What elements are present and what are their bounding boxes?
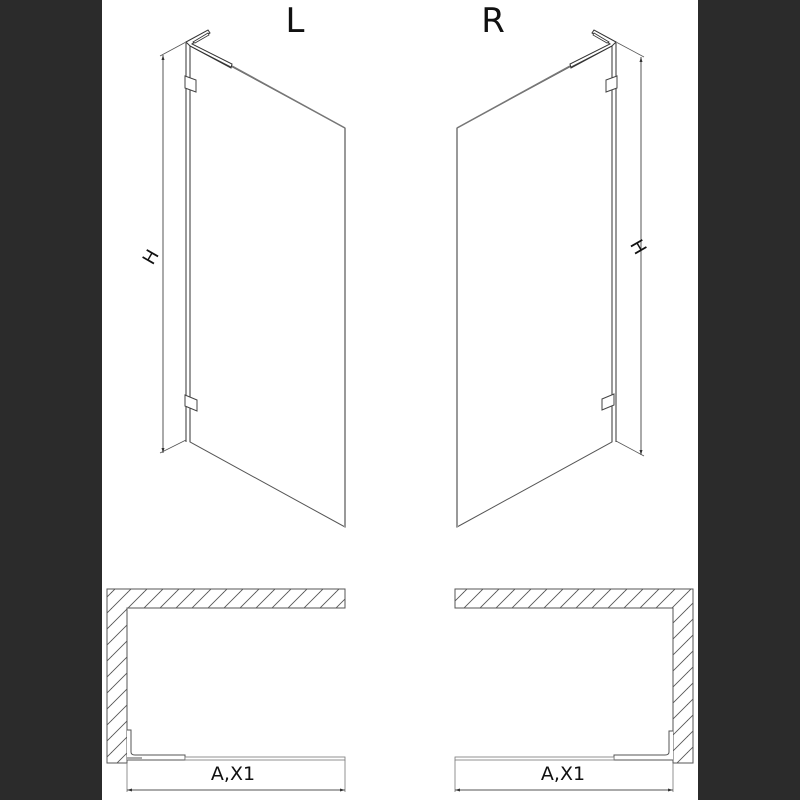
right-width-label: A,X1 [541,763,585,785]
drawing-sheet [102,0,698,800]
left-iso-view: L H [139,1,346,528]
left-height-dimension: H [139,41,187,454]
left-height-label: H [139,246,164,268]
right-plan-view: A,X1 [454,588,694,792]
right-hinge-top [605,75,618,93]
left-view-label: L [286,1,305,41]
left-plan-walls [106,588,346,764]
left-plan-glass [184,756,346,761]
left-plan-view: A,X1 [106,588,346,792]
left-hinge-bottom [184,394,198,412]
left-width-label: A,X1 [211,763,255,785]
left-glass-panel [189,43,346,528]
right-iso-view: R H [456,1,650,528]
right-hinge-bottom [601,393,615,411]
right-height-label: H [625,236,650,258]
right-height-dimension: H [615,41,650,457]
right-view-label: R [481,1,505,41]
right-plan-walls [454,588,694,764]
right-glass-panel [456,43,613,528]
left-top-bracket [185,29,233,69]
left-hinge-top [184,75,197,93]
right-plan-glass [454,756,615,761]
left-plan-profile [127,729,186,761]
right-top-bracket [569,29,617,69]
right-plan-profile [613,730,673,761]
